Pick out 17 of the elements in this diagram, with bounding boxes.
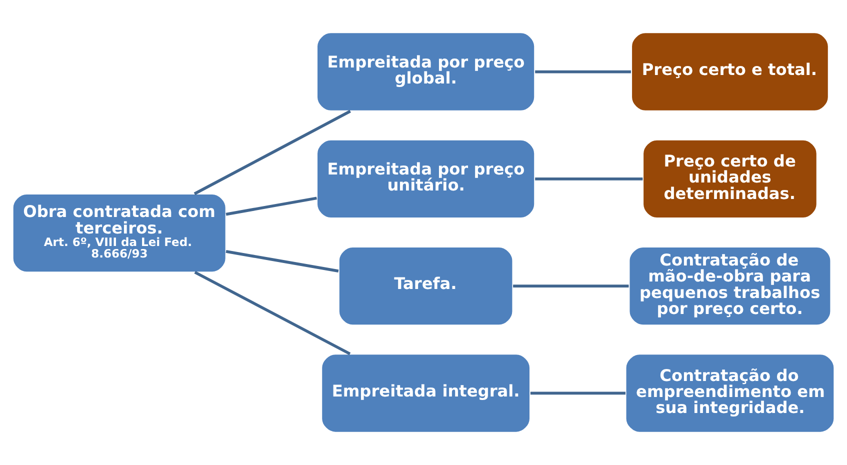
connector bbox=[194, 110, 351, 196]
connector bbox=[513, 284, 629, 288]
connector bbox=[530, 392, 626, 395]
node-box: Obra contratada com terceiros. Art. 6º, VIII da Lei Fed. 8.666/93 bbox=[12, 193, 226, 273]
node-box: Empreitada por preço global. bbox=[316, 32, 536, 112]
node-box: Empreitada por preço unitário. bbox=[316, 139, 536, 219]
node-box: Contratação de mão-de-obra para pequenos trabalhos por preço certo. bbox=[628, 246, 832, 326]
node-box: Empreitada integral. bbox=[320, 353, 531, 433]
connector bbox=[226, 250, 339, 272]
connector bbox=[535, 177, 643, 180]
connector bbox=[226, 196, 317, 216]
node-box: Contratação do empreendimento em sua integridade. bbox=[625, 353, 835, 433]
connector bbox=[535, 70, 631, 74]
node-box: Preço certo de unidades determinadas. bbox=[642, 139, 818, 219]
node-box: Tarefa. bbox=[338, 246, 514, 326]
node-box: Preço certo e total. bbox=[630, 32, 830, 112]
connector bbox=[194, 270, 351, 356]
